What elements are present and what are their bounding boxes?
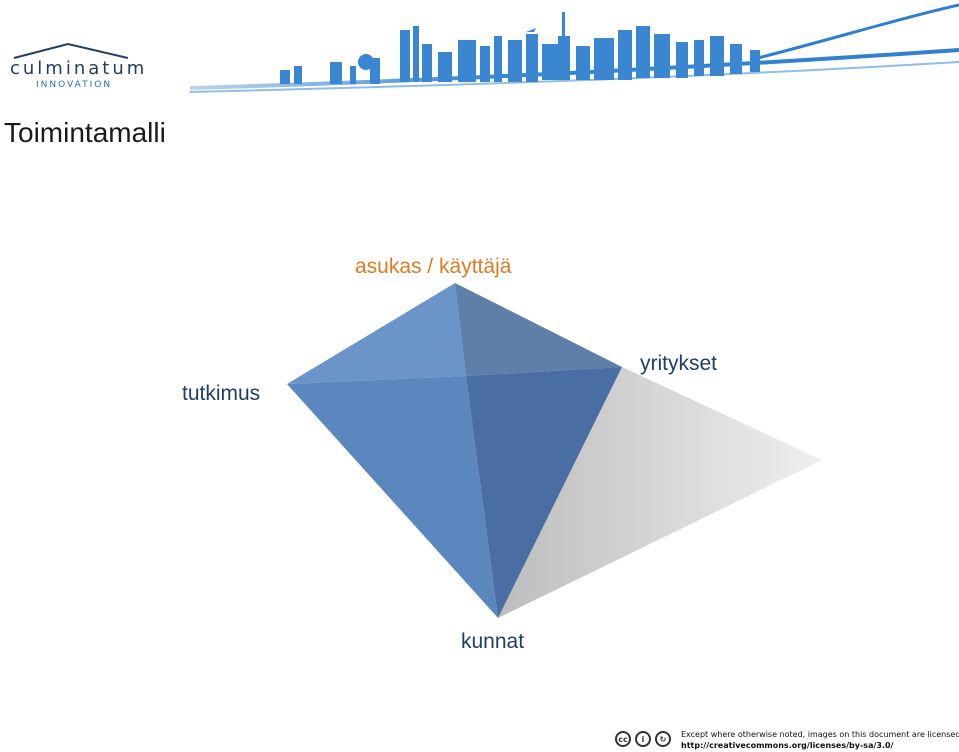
pyramid-face-top-right xyxy=(455,283,622,376)
label-research: tutkimus xyxy=(182,382,261,405)
pyramid-face-front-right xyxy=(466,367,622,618)
label-companies: yritykset xyxy=(640,352,718,375)
pyramid-face-top-left xyxy=(287,283,466,384)
culminatum-logo: culminatum INNOVATION xyxy=(4,40,144,100)
license-text: Except where otherwise noted, images on … xyxy=(681,729,959,751)
label-municipalities: kunnat xyxy=(461,630,525,653)
pyramid-face-front-left xyxy=(287,376,498,618)
slide-title: Toimintamalli xyxy=(4,117,166,148)
label-resident-user: asukas / käyttäjä xyxy=(355,255,512,278)
cc-icon: cc xyxy=(615,731,631,747)
pyramid-shadow xyxy=(498,367,822,618)
logo-subtext: INNOVATION xyxy=(36,80,113,90)
logo-roof-icon xyxy=(13,42,129,59)
logo-word: culminatum xyxy=(10,58,148,79)
license-url[interactable]: http://creativecommons.org/licenses/by-s… xyxy=(681,741,894,750)
city-skyline-banner xyxy=(190,3,959,93)
license-line1: Except where otherwise noted, images on … xyxy=(681,730,959,739)
by-icon: i xyxy=(635,731,651,747)
cc-license-icons: cc i ↻ xyxy=(615,731,671,747)
sa-icon: ↻ xyxy=(655,731,671,747)
license-footer: cc i ↻ Except where otherwise noted, ima… xyxy=(615,728,959,752)
pyramid-diagram xyxy=(287,283,822,618)
